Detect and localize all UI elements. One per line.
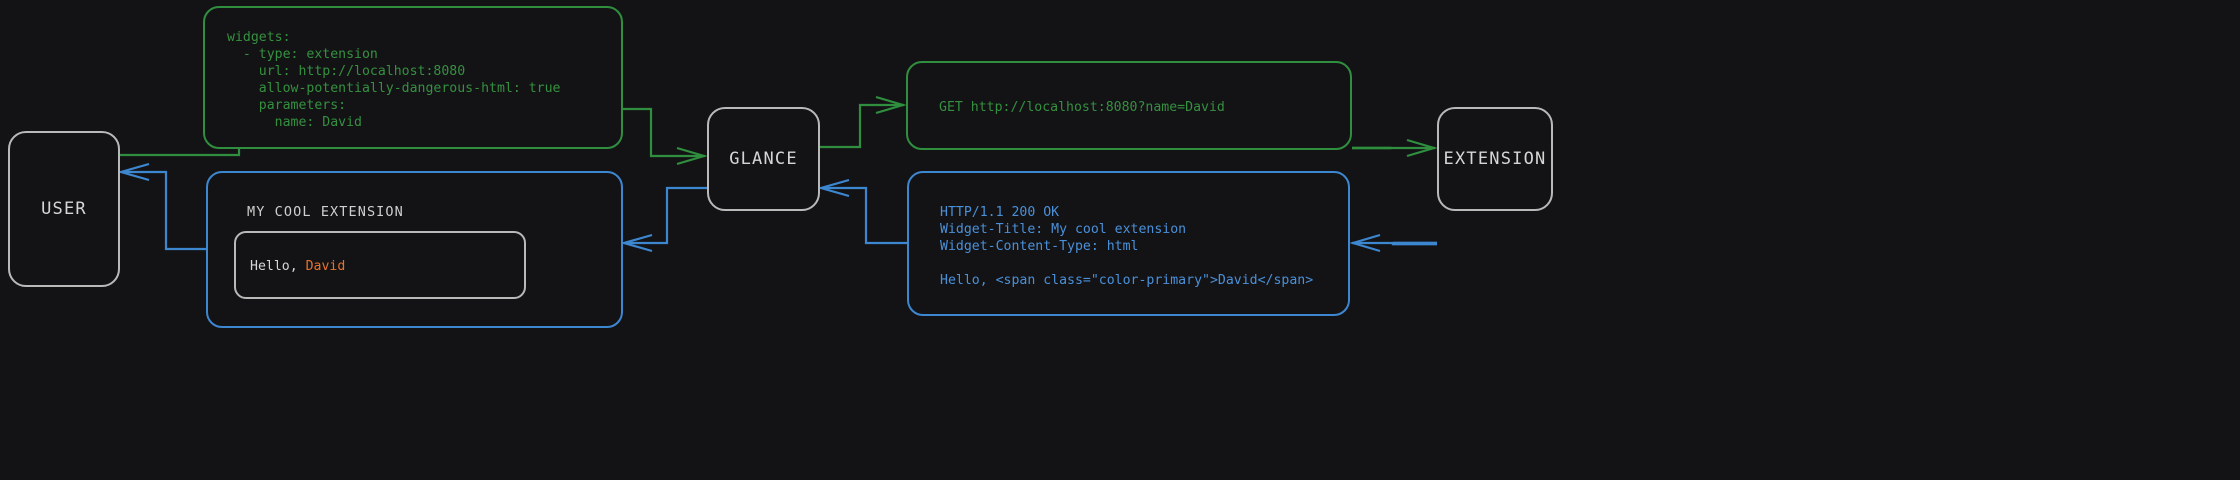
connector-widget-to-user bbox=[116, 162, 206, 251]
widget-preview-card: Hello, David bbox=[234, 231, 526, 299]
widget-name-value: David bbox=[305, 259, 346, 274]
widget-preview-body: Hello, David bbox=[250, 259, 345, 274]
connector-glance-to-request bbox=[820, 95, 907, 149]
node-glance-label: GLANCE bbox=[729, 149, 798, 169]
node-extension[interactable]: EXTENSION bbox=[1437, 107, 1553, 211]
node-user[interactable]: USER bbox=[8, 131, 120, 287]
connector-request-to-extension bbox=[1352, 138, 1438, 158]
panel-http-response: HTTP/1.1 200 OK Widget-Title: My cool ex… bbox=[907, 171, 1350, 316]
widget-greeting-text: Hello, bbox=[250, 259, 306, 274]
panel-http-request: GET http://localhost:8080?name=David bbox=[906, 61, 1352, 150]
http-request-code: GET http://localhost:8080?name=David bbox=[939, 100, 1225, 115]
node-glance[interactable]: GLANCE bbox=[707, 107, 820, 211]
connector-glance-to-widget bbox=[619, 186, 707, 253]
node-user-label: USER bbox=[41, 199, 87, 219]
connector-response-to-glance bbox=[816, 178, 907, 245]
panel-yaml-config: widgets: - type: extension url: http://l… bbox=[203, 6, 623, 149]
http-response-code: HTTP/1.1 200 OK Widget-Title: My cool ex… bbox=[940, 205, 1314, 288]
yaml-config-code: widgets: - type: extension url: http://l… bbox=[227, 30, 561, 130]
panel-widget-preview: MY COOL EXTENSION Hello, David bbox=[206, 171, 623, 328]
connector-yaml-to-glance bbox=[623, 107, 708, 166]
connector-extension-to-response-route bbox=[1349, 233, 1437, 253]
node-extension-label: EXTENSION bbox=[1443, 149, 1547, 169]
widget-preview-title: MY COOL EXTENSION bbox=[247, 204, 404, 220]
connector-extension-to-response bbox=[1391, 242, 1437, 246]
